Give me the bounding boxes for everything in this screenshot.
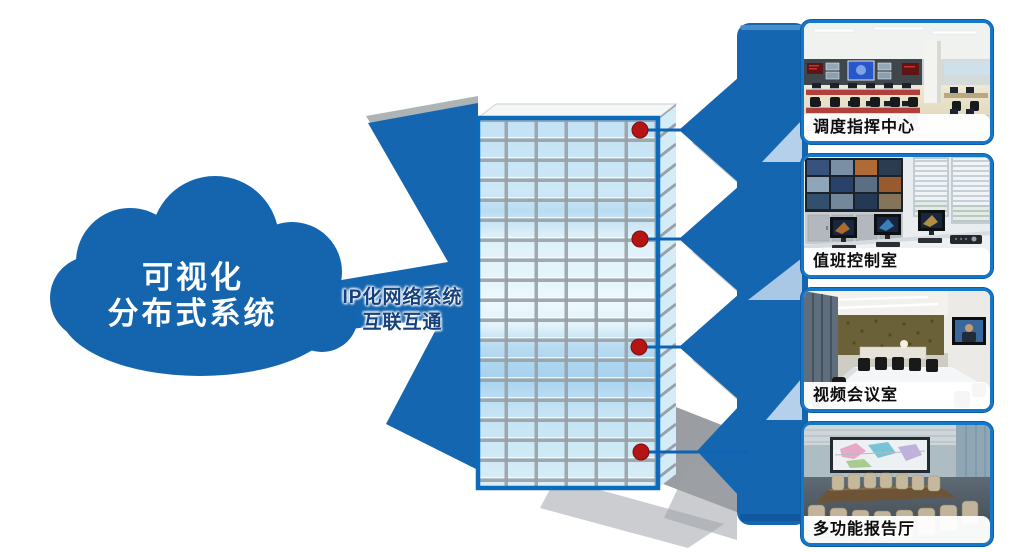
room-card-duty-control-room: 值班控制室 [801,154,993,278]
room-label-duty-control-room: 值班控制室 [804,248,990,275]
node-dot-4 [632,443,650,461]
room-label-multifunction-hall: 多功能报告厅 [804,516,990,543]
room-label-dispatch-center: 调度指挥中心 [804,114,990,141]
cloud-to-building-arrow [318,103,478,470]
link-label-line1: IP化网络系统 [342,287,463,308]
room-label-video-conference-room: 视频会议室 [804,382,990,409]
building-to-rooms-arrow-band [679,23,808,525]
cloud-title-line2: 分布式系统 [107,296,278,331]
connection-node-dots [630,121,650,461]
link-label-line2: 互联互通 [362,312,443,333]
building-graphic [475,103,678,491]
cloud-title-line1: 可视化 [142,260,244,295]
room-card-dispatch-center: 调度指挥中心 [801,20,993,144]
node-dot-1 [631,121,649,139]
cloud-shape [50,176,358,376]
node-dot-2 [631,230,649,248]
room-card-multifunction-hall: 多功能报告厅 [801,422,993,546]
node-dot-3 [630,338,648,356]
room-card-video-conference-room: 视频会议室 [801,288,993,412]
